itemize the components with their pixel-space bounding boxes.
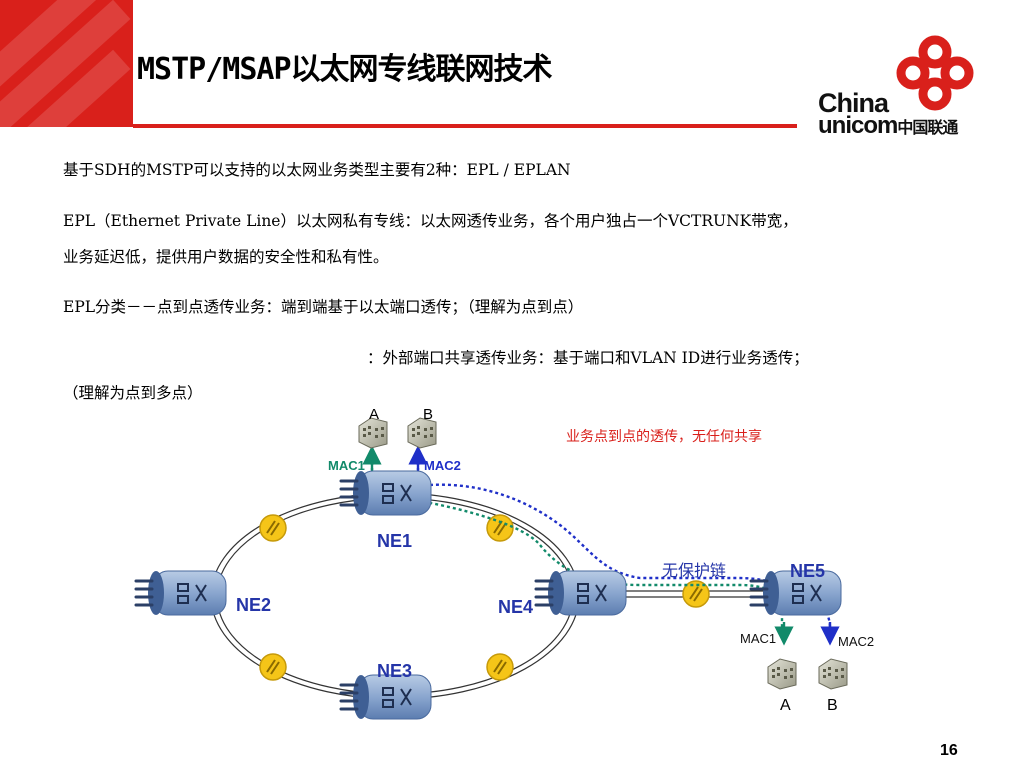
bottom-site-a-label: A	[780, 697, 791, 714]
ne3-label: NE3	[377, 661, 413, 681]
service-path-green	[370, 462, 784, 628]
ne4-node-icon	[534, 569, 628, 617]
logo-text-unicom-en: unicom	[818, 112, 898, 139]
paragraph-3: 业务延迟低，提供用户数据的安全性和私有性。	[63, 248, 389, 266]
top-site-a-label: A	[369, 406, 380, 423]
no-protection-link-label: 无保护链	[662, 561, 727, 580]
logo-text-unicom-cn: 中国联通	[897, 120, 958, 137]
bottom-site-b-label: B	[827, 697, 838, 714]
ne4-label: NE4	[498, 597, 534, 617]
page-number: 16	[940, 742, 958, 759]
top-mac2-label: MAC2	[424, 458, 461, 473]
header-red-block	[0, 0, 133, 127]
logo-text-unicom: unicom中国联通	[818, 112, 958, 140]
annotation-text: 业务点到点的透传，无任何共享	[566, 429, 762, 445]
building-icon	[818, 658, 848, 690]
paragraph-2: EPL（Ethernet Private Line）以太网私有专线：以太网透传业…	[63, 212, 798, 230]
amplifier-icon	[259, 514, 287, 542]
top-mac1-label: MAC1	[328, 458, 365, 473]
ne1-node-icon	[339, 469, 433, 517]
china-unicom-knot-icon	[896, 35, 974, 111]
bottom-mac2-label: MAC2	[838, 634, 875, 649]
paragraph-1: 基于SDH的MSTP可以支持的以太网业务类型主要有2种：EPL / EPLAN	[63, 161, 571, 179]
logo-text-china: China	[818, 88, 889, 118]
ne5-label: NE5	[790, 561, 826, 581]
ne1-label: NE1	[377, 531, 413, 551]
slide-title: MSTP/MSAP以太网专线联网技术	[137, 52, 553, 87]
top-site-b-label: B	[423, 406, 434, 423]
bottom-mac1-label: MAC1	[740, 631, 777, 646]
paragraph-6: （理解为点到多点）	[63, 384, 203, 402]
ne2-label: NE2	[236, 595, 272, 615]
ne2-node-icon	[134, 569, 228, 617]
paragraph-5: ：外部端口共享透传业务：基于端口和VLAN ID进行业务透传；	[367, 349, 809, 367]
amplifier-icon	[486, 514, 514, 542]
amplifier-icon	[486, 653, 514, 681]
service-path-blue	[416, 462, 832, 629]
building-icon	[767, 658, 797, 690]
title-underline	[133, 124, 797, 128]
amplifier-icon	[259, 653, 287, 681]
paragraph-4: EPL分类－－点到点透传业务：端到端基于以太端口透传；（理解为点到点）	[63, 298, 584, 316]
